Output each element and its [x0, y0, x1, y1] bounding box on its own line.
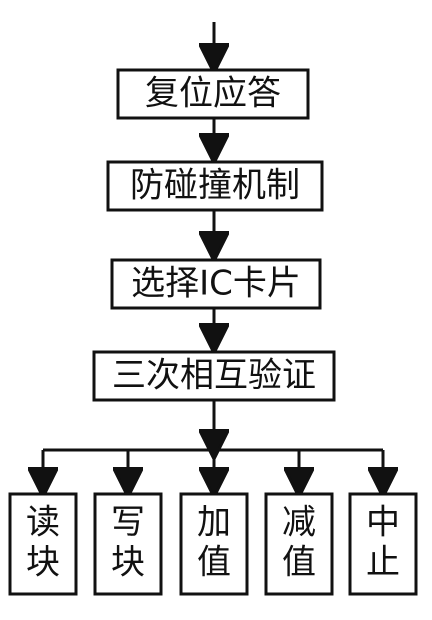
op-label-top: 中 [366, 503, 400, 543]
op-label-bottom: 值 [282, 543, 316, 583]
op-label-bottom: 止 [366, 543, 400, 583]
step-label: 三次相互验证 [112, 356, 316, 396]
op-increment: 加 值 [179, 492, 249, 596]
op-label-bottom: 块 [111, 543, 145, 583]
step-anti-collision: 防碰撞机制 [106, 160, 324, 212]
step-select-card: 选择IC卡片 [110, 258, 322, 310]
step-label: 防碰撞机制 [130, 166, 300, 206]
step-label: 选择IC卡片 [131, 264, 301, 304]
op-label-top: 加 [197, 503, 231, 543]
op-write-block: 写 块 [93, 492, 163, 596]
op-label-bottom: 值 [197, 543, 231, 583]
step-three-pass-auth: 三次相互验证 [92, 350, 336, 402]
op-decrement: 减 值 [264, 492, 334, 596]
op-label-top: 读 [26, 503, 60, 543]
op-label-bottom: 块 [26, 543, 60, 583]
op-read-block: 读 块 [8, 492, 78, 596]
op-label-top: 写 [111, 503, 145, 543]
op-halt: 中 止 [348, 492, 418, 596]
step-reset-answer: 复位应答 [116, 68, 310, 120]
step-label: 复位应答 [145, 74, 281, 114]
op-label-top: 减 [282, 503, 316, 543]
